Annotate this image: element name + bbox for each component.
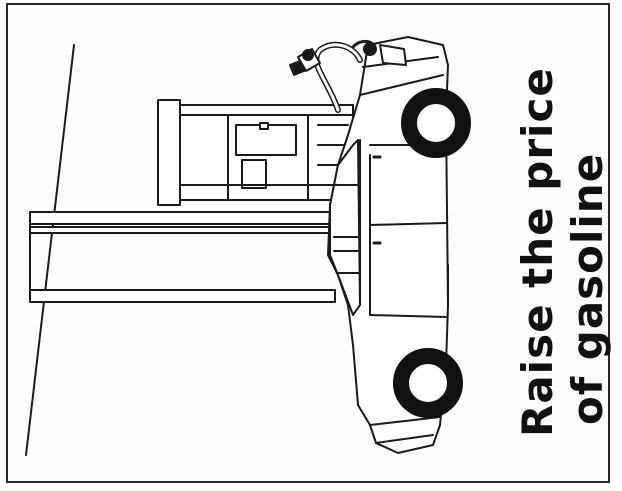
caption-line-1: Raise the price: [513, 67, 562, 437]
fuel-nozzle-icon: [289, 39, 376, 113]
canopy-pillar: [29, 211, 341, 303]
caption: Raise the price of gasoline: [505, 5, 615, 485]
rear-wheel-icon: [393, 348, 463, 418]
card-frame: Raise the price of gasoline: [6, 3, 612, 483]
gas-pump-icon: [157, 99, 354, 206]
caption-line-2: of gasoline: [563, 152, 612, 425]
ground-line: [25, 44, 75, 456]
front-wheel-icon: [401, 88, 471, 158]
car-at-gas-pump-illustration: [25, 36, 471, 456]
